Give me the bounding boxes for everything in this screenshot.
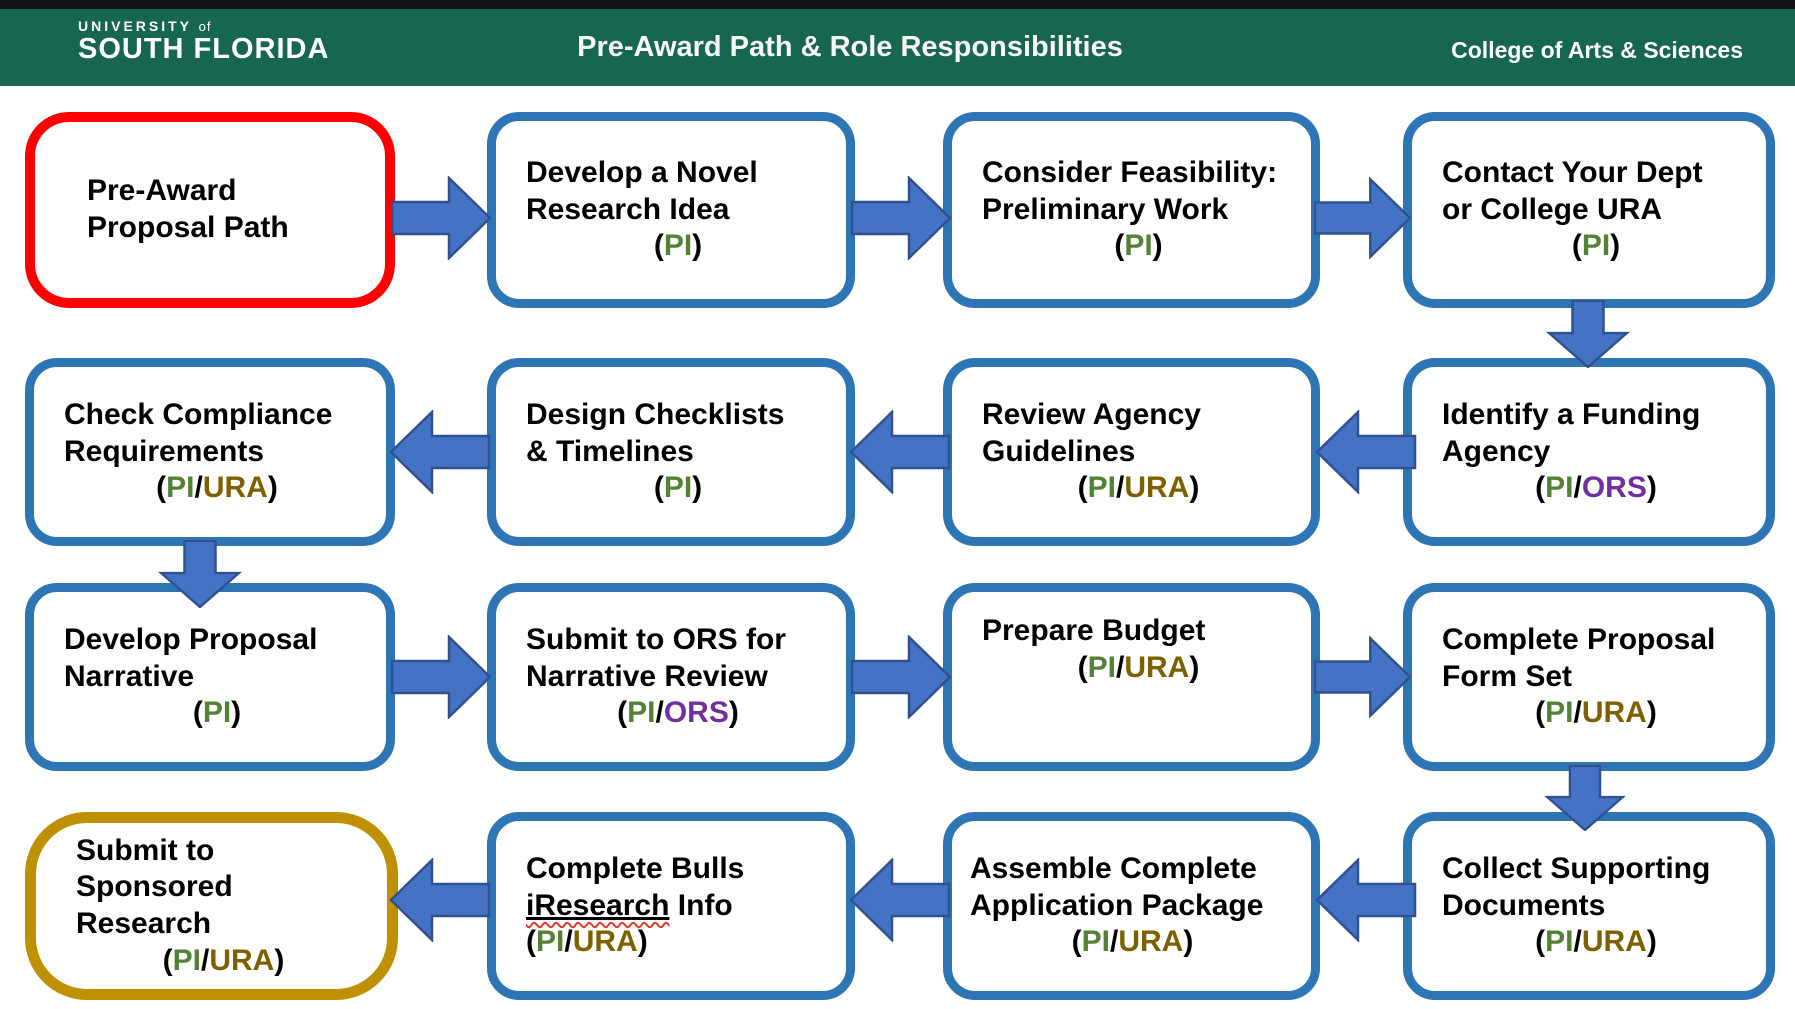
node-pre-award-proposal-path: Pre-Award Proposal Path <box>25 112 395 308</box>
node-title: Pre-Award Proposal Path <box>87 174 289 244</box>
node-roles: (PI) <box>1571 229 1621 263</box>
node-title: Submit to Sponsored Research <box>76 833 233 940</box>
arrow-down-icon <box>1544 765 1626 831</box>
usf-logo-south-florida: SOUTH FLORIDA <box>78 32 330 65</box>
node-identify-funding-agency: Identify a Funding Agency (PI/ORS) <box>1403 358 1775 546</box>
node-roles: (PI/URA) <box>1077 651 1200 684</box>
arrow-left-icon <box>849 410 951 494</box>
usf-logo-university: UNIVERSITY of <box>78 18 212 34</box>
node-roles: (PI) <box>653 471 703 505</box>
node-title: Develop a Novel Research Idea <box>526 156 758 226</box>
arrow-right-icon <box>851 635 951 719</box>
node-title: Consider Feasibility: Preliminary Work <box>982 156 1278 226</box>
node-title: Assemble Complete Application Package <box>970 852 1264 922</box>
node-title: Contact Your Dept or College URA <box>1442 156 1703 226</box>
node-title: Prepare Budget <box>982 614 1206 648</box>
node-prepare-budget: Prepare Budget (PI/URA) <box>943 583 1320 771</box>
node-check-compliance-requirements: Check Compliance Requirements (PI/URA) <box>25 358 395 546</box>
node-title: Complete Proposal Form Set <box>1442 623 1716 693</box>
node-roles: (PI/ORS) <box>617 696 739 730</box>
usf-logo: UNIVERSITY of SOUTH FLORIDA <box>78 19 329 64</box>
node-review-agency-guidelines: Review Agency Guidelines (PI/URA) <box>943 358 1320 546</box>
node-roles: (PI) <box>653 229 703 263</box>
node-contact-dept-college-ura: Contact Your Dept or College URA (PI) <box>1403 112 1775 308</box>
node-roles: (PI/URA) <box>1071 925 1194 959</box>
node-complete-proposal-form-set: Complete Proposal Form Set (PI/URA) <box>1403 583 1775 771</box>
node-roles: (PI/ORS) <box>1535 471 1657 505</box>
page-title: Pre-Award Path & Role Responsibilities <box>577 31 1123 63</box>
arrow-down-icon <box>158 540 242 608</box>
node-submit-ors-narrative-review: Submit to ORS for Narrative Review (PI/O… <box>487 583 855 771</box>
arrow-left-icon <box>389 410 491 494</box>
arrow-right-icon <box>391 635 491 719</box>
arrow-right-icon <box>851 176 951 260</box>
arrow-right-icon <box>1314 635 1411 719</box>
node-submit-sponsored-research: Submit to Sponsored Research (PI/URA) <box>25 812 398 1000</box>
arrow-left-icon <box>389 858 491 942</box>
node-roles: (PI/URA) <box>1535 696 1657 730</box>
node-title: Develop Proposal Narrative <box>64 623 318 693</box>
node-title: Submit to ORS for Narrative Review <box>526 623 786 693</box>
node-roles: (PI/URA) <box>526 925 648 959</box>
node-title: Design Checklists & Timelines <box>526 398 785 468</box>
node-develop-novel-research-idea: Develop a Novel Research Idea (PI) <box>487 112 855 308</box>
arrow-down-icon <box>1546 300 1630 368</box>
arrow-left-icon <box>1315 858 1417 942</box>
node-roles: (PI) <box>192 696 242 730</box>
underlined-word: iResearch <box>526 888 670 922</box>
node-roles: (PI/URA) <box>1077 471 1200 505</box>
top-black-strip <box>0 0 1795 9</box>
arrow-right-icon <box>1314 176 1411 260</box>
node-title: Identify a Funding Agency <box>1442 398 1701 468</box>
college-label: College of Arts & Sciences <box>1451 37 1743 63</box>
header-bar: UNIVERSITY of SOUTH FLORIDA Pre-Award Pa… <box>0 9 1795 86</box>
node-title: Collect Supporting Documents <box>1442 852 1711 922</box>
node-assemble-application-package: Assemble Complete Application Package (P… <box>943 812 1320 1000</box>
node-roles: (PI) <box>1114 229 1163 263</box>
arrow-left-icon <box>1315 410 1417 494</box>
node-develop-proposal-narrative: Develop Proposal Narrative (PI) <box>25 583 395 771</box>
node-title: Review Agency Guidelines <box>982 398 1201 468</box>
node-consider-feasibility: Consider Feasibility: Preliminary Work (… <box>943 112 1320 308</box>
node-title: Check Compliance Requirements <box>64 398 333 468</box>
node-roles: (PI/URA) <box>162 943 285 977</box>
arrow-left-icon <box>849 858 951 942</box>
node-collect-supporting-documents: Collect Supporting Documents (PI/URA) <box>1403 812 1775 1000</box>
arrow-right-icon <box>391 176 491 260</box>
node-roles: (PI/URA) <box>156 471 278 505</box>
node-roles: (PI/URA) <box>1535 925 1657 959</box>
node-design-checklists-timelines: Design Checklists & Timelines (PI) <box>487 358 855 546</box>
